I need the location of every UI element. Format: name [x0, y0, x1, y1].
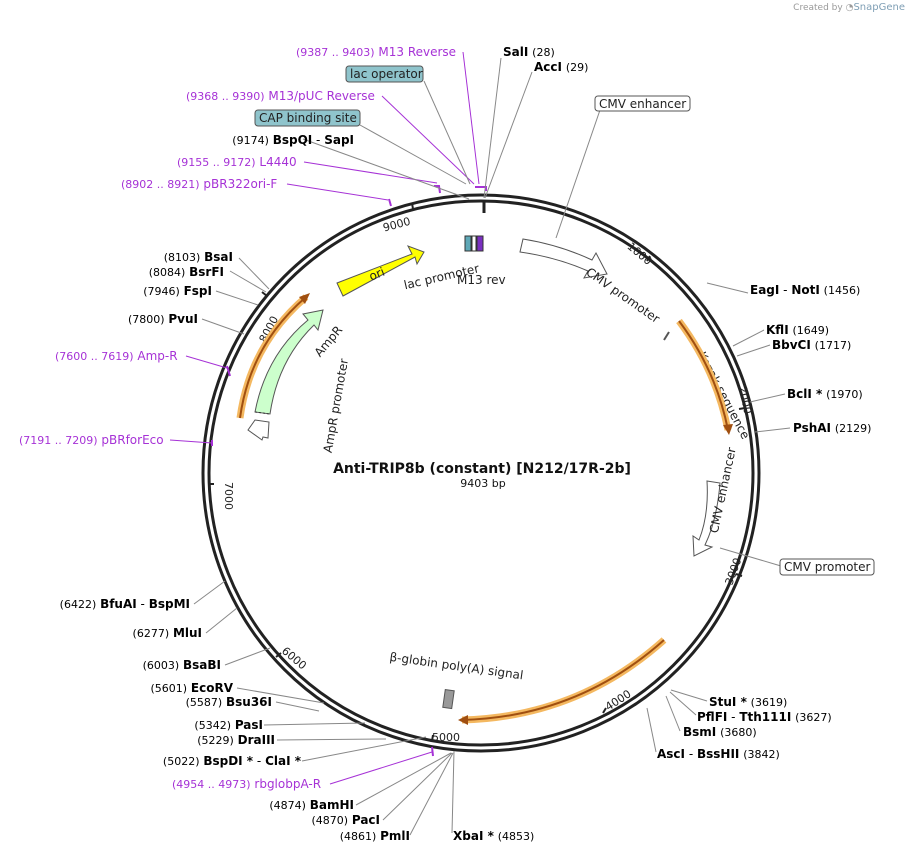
- primer-l4440[interactable]: (9155 .. 9172) L4440: [177, 155, 297, 169]
- enzyme-eagi-noti[interactable]: EagI - NotI (1456): [750, 283, 860, 297]
- plasmid-length: 9403 bp: [460, 477, 505, 490]
- primer-markers: [211, 185, 487, 757]
- cmv-promoter-callout[interactable]: CMV promoter: [719, 547, 875, 576]
- plasmid-name: Anti-TRIP8b (constant) [N212/17R-2b]: [333, 461, 631, 477]
- cmv-enhancer-feature[interactable]: [692, 480, 721, 557]
- primer-m13-reverse-range: (9387 .. 9403): [296, 46, 375, 59]
- orf-bottom-highlight: [461, 637, 667, 724]
- ori-label: ori: [367, 265, 387, 284]
- enzyme-stui[interactable]: StuI * (3619): [709, 695, 787, 709]
- enzyme-paci[interactable]: (4870) PacI: [311, 813, 380, 827]
- enzyme-pflfi-tth111i[interactable]: PflFI - Tth111I (3627): [697, 710, 832, 724]
- enzyme-bsmi[interactable]: BsmI (3680): [683, 725, 757, 739]
- kozak-feature[interactable]: [663, 331, 670, 341]
- tick-label-5000: 5000: [432, 731, 460, 744]
- enzyme-kfli[interactable]: KflI (1649): [766, 323, 829, 337]
- primer-amp-r-range: (7600 .. 7619): [55, 350, 134, 363]
- enzyme-fspi[interactable]: (7946) FspI: [143, 284, 212, 298]
- primer-pbrforeco[interactable]: (7191 .. 7209) pBRforEco: [19, 433, 164, 447]
- cap-site-label: CAP binding site: [259, 111, 357, 125]
- enzyme-mlui[interactable]: (6277) MluI: [133, 626, 202, 640]
- ampr-orf-arrowhead: [299, 293, 310, 304]
- primer-m13-reverse-name: M13 Reverse: [378, 45, 456, 59]
- tick-label-2000: 2000: [736, 385, 755, 415]
- orf-bottom-arrowhead: [458, 715, 468, 725]
- primer-leader-lines: [169, 51, 480, 785]
- orf-bottom[interactable]: [461, 639, 665, 721]
- primer-m13puc-reverse[interactable]: (9368 .. 9390) M13/pUC Reverse: [186, 89, 375, 103]
- credit-brand: SnapGene: [853, 2, 905, 13]
- enzyme-bsrfi[interactable]: (8084) BsrFI: [149, 265, 224, 279]
- ampr-dash: [254, 411, 271, 415]
- primer-amp-r[interactable]: (7600 .. 7619) Amp-R: [55, 349, 178, 363]
- primer-rbglobpa-name: rbglobpA-R: [254, 777, 321, 791]
- polya-label: β-globin poly(A) signal: [389, 650, 525, 683]
- enzyme-bbvci[interactable]: BbvCI (1717): [772, 338, 851, 352]
- enzyme-asci-bsshii[interactable]: AscI - BssHII (3842): [657, 747, 780, 761]
- ampr-feature[interactable]: [254, 309, 324, 415]
- enzyme-acci[interactable]: AccI (29): [534, 60, 588, 74]
- enzyme-leader-lines: [193, 57, 791, 836]
- lac-operator-callout[interactable]: lac operator: [345, 65, 471, 185]
- primer-rbglobpa-r[interactable]: (4954 .. 4973) rbglobpA-R: [172, 777, 321, 791]
- m13rev-feature[interactable]: [476, 235, 484, 252]
- enzyme-pshai[interactable]: PshAI (2129): [793, 421, 871, 435]
- backbone-inner: [207, 199, 755, 747]
- ori-feature[interactable]: [336, 245, 425, 297]
- primer-l4440-name: L4440: [259, 155, 296, 169]
- enzyme-ecorv[interactable]: (5601) EcoRV: [151, 681, 234, 695]
- enzyme-bspqi-sapi[interactable]: (9174) BspQI - SapI: [232, 133, 354, 147]
- primer-l4440-range: (9155 .. 9172): [177, 156, 256, 169]
- snapgene-credit: Created by ◔SnapGene: [793, 2, 905, 13]
- cmv-enhancer-label: CMV enhancer: [599, 97, 686, 111]
- m13rev-label: M13 rev: [457, 273, 506, 287]
- cmv-promoter-label: CMV promoter: [784, 560, 871, 574]
- primer-amp-r-name: Amp-R: [137, 349, 177, 363]
- primer-m13puc-name: M13/pUC Reverse: [268, 89, 375, 103]
- tick-label-7000: 7000: [222, 482, 235, 510]
- ampr-promoter-label: AmpR promoter: [321, 357, 351, 453]
- enzyme-bsai[interactable]: (8103) BsaI: [164, 250, 233, 264]
- polya-feature[interactable]: [442, 688, 455, 710]
- cmv-enhancer-callout[interactable]: CMV enhancer: [555, 95, 691, 239]
- enzyme-xbai[interactable]: XbaI * (4853): [453, 829, 534, 843]
- primer-m13-reverse[interactable]: (9387 .. 9403) M13 Reverse: [296, 45, 456, 59]
- orf-right[interactable]: [678, 320, 729, 431]
- enzyme-bamhi[interactable]: (4874) BamHI: [269, 798, 354, 812]
- cap-site-feature[interactable]: [471, 235, 477, 252]
- backbone-outer: [201, 193, 761, 753]
- enzyme-bsu36i[interactable]: (5587) Bsu36I: [186, 695, 272, 709]
- lac-promoter-feature[interactable]: [464, 235, 472, 252]
- enzyme-sali[interactable]: SalI (28): [503, 45, 555, 59]
- enzyme-pmli[interactable]: (4861) PmlI: [340, 829, 410, 843]
- cap-site-callout[interactable]: CAP binding site: [254, 109, 467, 185]
- orf-right-arrowhead: [723, 424, 733, 435]
- enzyme-pasi[interactable]: (5342) PasI: [194, 718, 263, 732]
- enzyme-bcli[interactable]: BclI * (1970): [787, 387, 863, 401]
- snapgene-logo-icon: ◔: [845, 3, 854, 13]
- cmv-promoter-inner-label: CMV promoter: [583, 265, 662, 326]
- primer-pbr322ori-name: pBR322ori-F: [203, 177, 277, 191]
- enzyme-bfuai-bspmi[interactable]: (6422) BfuAI - BspMI: [60, 597, 190, 611]
- tick-marks: [208, 201, 746, 742]
- primer-m13puc-range: (9368 .. 9390): [186, 90, 265, 103]
- primer-pbr322ori-f[interactable]: (8902 .. 8921) pBR322ori-F: [121, 177, 277, 191]
- primer-rbglobpa-range: (4954 .. 4973): [172, 778, 251, 791]
- primer-pbrforeco-range: (7191 .. 7209): [19, 434, 98, 447]
- primer-pbr322ori-range: (8902 .. 8921): [121, 178, 200, 191]
- enzyme-bsabi[interactable]: (6003) BsaBI: [143, 658, 221, 672]
- lac-operator-label: lac operator: [350, 67, 423, 81]
- ampr-promoter-feature[interactable]: [247, 419, 270, 441]
- cmv-promoter-feature[interactable]: [519, 238, 608, 279]
- enzyme-pvui[interactable]: (7800) PvuI: [128, 312, 198, 326]
- enzyme-draiii[interactable]: (5229) DraIII: [197, 733, 275, 747]
- enzyme-bspdi-clai[interactable]: (5022) BspDI * - ClaI *: [163, 754, 302, 768]
- credit-prefix: Created by: [793, 3, 843, 13]
- ampr-orf[interactable]: [239, 296, 307, 419]
- primer-pbrforeco-name: pBRforEco: [101, 433, 163, 447]
